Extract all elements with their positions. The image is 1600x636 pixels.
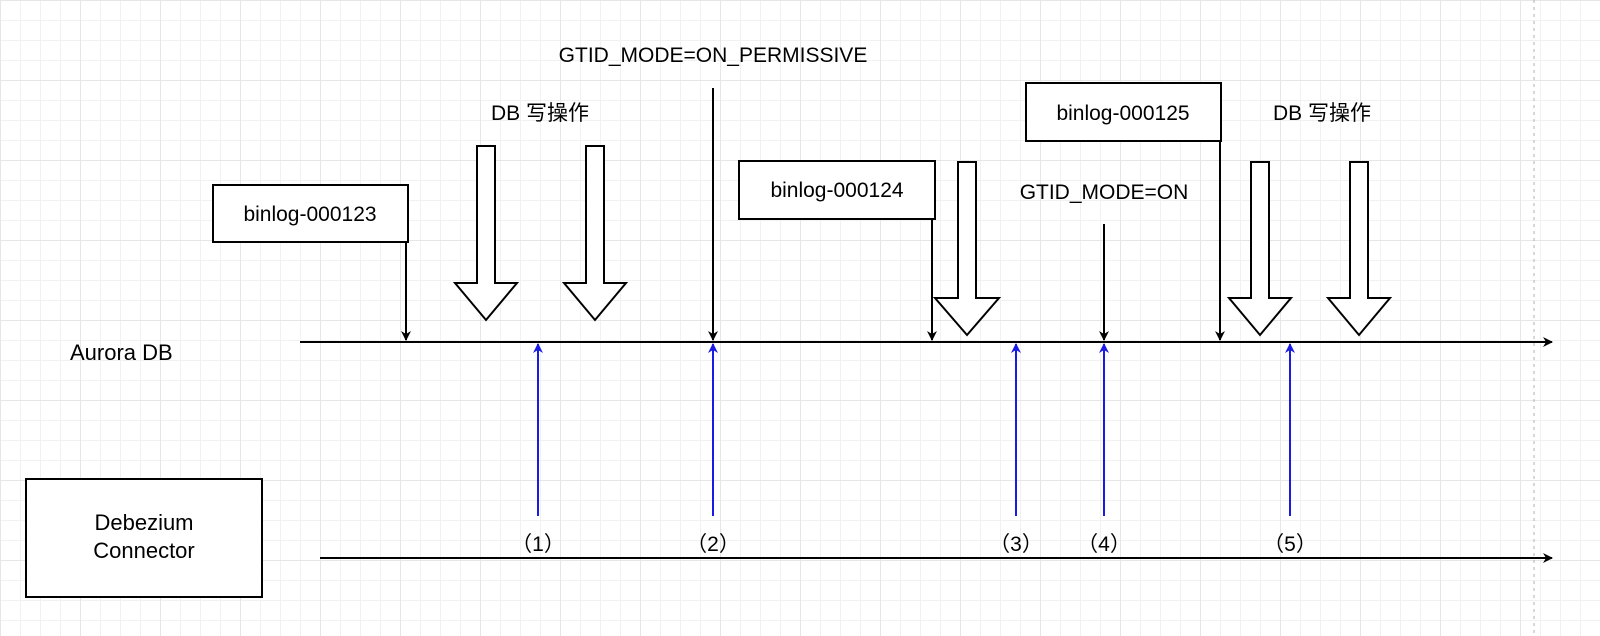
checkpoint-label-4: （4） (1077, 533, 1131, 556)
write-arrow-2 (561, 145, 629, 322)
checkpoint-label-2: （2） (686, 533, 740, 556)
write-arrow-5 (1325, 161, 1393, 337)
aurora-db-label: Aurora DB (70, 340, 173, 365)
db-write-label-1: DB 写操作 (491, 102, 589, 125)
binlog-label-123: binlog-000123 (243, 203, 376, 226)
checkpoint-label-3: （3） (989, 533, 1043, 556)
write-arrow-1 (452, 145, 520, 322)
db-write-arrows (452, 145, 1393, 337)
write-arrow-4 (1226, 161, 1294, 337)
binlog-label-124: binlog-000124 (770, 179, 903, 202)
connector-label-line2: Connector (93, 538, 195, 563)
checkpoint-label-5: （5） (1263, 533, 1317, 556)
binlog-box-125 (1025, 82, 1222, 142)
connector-label-line1: Debezium (94, 510, 193, 535)
connector-box (25, 478, 263, 598)
db-write-label-2: DB 写操作 (1273, 102, 1371, 125)
gtid-on-label: GTID_MODE=ON (1020, 181, 1189, 204)
checkpoint-label-1: （1） (511, 533, 565, 556)
binlog-box-123 (212, 184, 409, 243)
write-arrow-3 (932, 161, 1002, 337)
binlog-label-125: binlog-000125 (1056, 102, 1189, 125)
binlog-box-124 (738, 160, 936, 220)
gtid-permissive-label: GTID_MODE=ON_PERMISSIVE (559, 44, 868, 67)
